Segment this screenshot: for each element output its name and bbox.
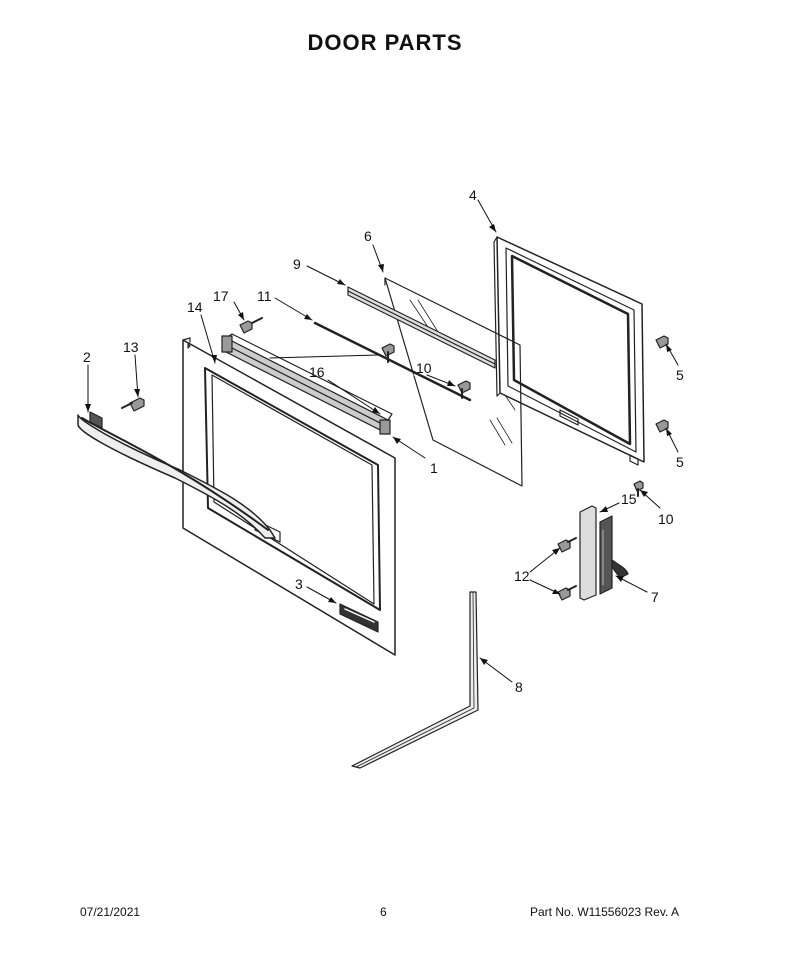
handle-screw: [121, 397, 145, 412]
callout-13: 13: [123, 339, 139, 355]
callout-6: 6: [364, 228, 372, 244]
callout-labels: 4 6 9 11 17 14 13 2 16 10 1 5 5 10 15 7 …: [83, 187, 684, 695]
inner-door-liner: [493, 236, 645, 466]
callout-4: 4: [469, 187, 477, 203]
callout-2: 2: [83, 349, 91, 365]
callout-1: 1: [430, 460, 438, 476]
callout-7: 7: [651, 589, 659, 605]
callout-5-top: 5: [676, 367, 684, 383]
callout-10-bottom: 10: [658, 511, 674, 527]
footer-part-number: Part No. W11556023 Rev. A: [530, 905, 679, 919]
footer-date: 07/21/2021: [80, 905, 141, 919]
callout-9: 9: [293, 256, 301, 272]
callout-14: 14: [187, 299, 203, 315]
vent-screw: [239, 317, 263, 334]
liner-screws: [655, 335, 669, 433]
callout-12: 12: [514, 568, 530, 584]
callout-15: 15: [621, 491, 637, 507]
door-handle: [77, 411, 276, 539]
callout-11: 11: [257, 288, 272, 304]
glass-retainer-strip: [347, 286, 496, 369]
outer-door-panel: [182, 337, 396, 656]
door-hinge-assembly: [579, 505, 629, 601]
hinge-screws: [557, 537, 577, 601]
door-gasket: [351, 591, 479, 769]
callout-16: 16: [309, 364, 325, 380]
callout-8: 8: [515, 679, 523, 695]
callout-17: 17: [213, 288, 229, 304]
page-title: DOOR PARTS: [307, 30, 463, 55]
door-vent-channel: [221, 333, 393, 435]
leader-lines: [87, 199, 679, 683]
callout-10-top: 10: [416, 360, 432, 376]
callout-3: 3: [295, 576, 303, 592]
footer-page-number: 6: [380, 905, 387, 919]
callout-5-bottom: 5: [676, 454, 684, 470]
door-glass-panel: [384, 277, 523, 487]
rod: [313, 321, 472, 404]
leader-arrowheads: [85, 224, 672, 665]
door-screws: [381, 343, 644, 497]
